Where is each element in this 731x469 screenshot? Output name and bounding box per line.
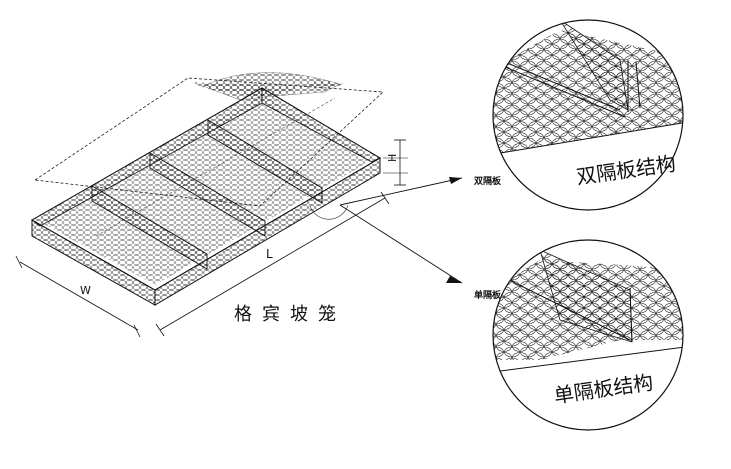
height-label: H bbox=[386, 154, 399, 162]
height-dimension: H bbox=[383, 139, 408, 186]
double-callout-label: 双隔板 bbox=[474, 175, 502, 187]
callout-pointers: 双隔板 单隔板 bbox=[309, 175, 502, 301]
width-label: W bbox=[80, 284, 91, 297]
detail-single: 单隔板结构 bbox=[492, 239, 684, 431]
width-dimension: W bbox=[15, 255, 141, 338]
detail-double: 双隔板结构 bbox=[492, 19, 684, 211]
single-callout-label: 单隔板 bbox=[474, 289, 502, 301]
main-title: 格宾坡笼 bbox=[234, 304, 346, 325]
partitions bbox=[91, 119, 323, 270]
length-label: L bbox=[266, 247, 273, 261]
gabion-body bbox=[30, 87, 381, 306]
length-dimension: L bbox=[155, 191, 390, 337]
